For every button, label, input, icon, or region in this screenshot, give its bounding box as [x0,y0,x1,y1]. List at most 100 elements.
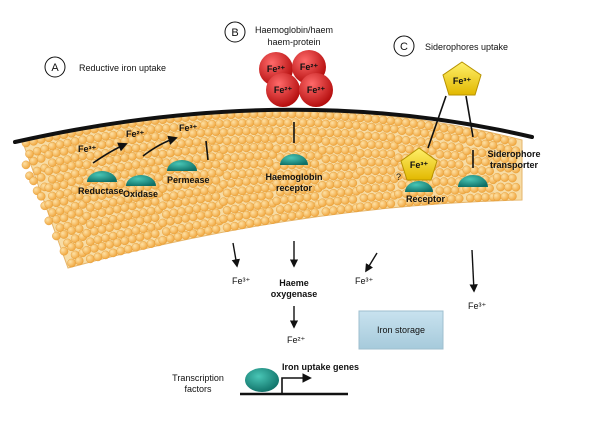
lipid-head [29,156,38,166]
lipid-head [275,205,285,214]
lipid-head [344,187,354,197]
lipid-head [481,192,490,202]
lipid-head [257,158,266,168]
lipid-head [386,133,396,142]
lipid-head [245,202,255,211]
lipid-head [329,154,338,164]
lipid-head [82,160,92,169]
lipid-head [52,148,61,158]
lipid-head [257,208,266,217]
section-a-title: Reductive iron uptake [79,63,166,73]
lipid-head [443,168,452,177]
lipid-head [52,181,61,191]
lipid-head [97,225,107,234]
lipid-head [204,127,213,137]
lipid-head [291,118,300,127]
lipid-head [340,179,350,188]
lipid-head [378,132,388,142]
lipid-head [44,216,54,226]
lipid-head [196,161,206,171]
lipid-head [226,144,236,154]
lipid-head [389,124,399,134]
lipid-head [348,145,358,155]
lipid-head [173,147,183,157]
lipid-head [500,192,510,201]
lipid-head [82,245,92,255]
lipid-head [405,127,414,136]
lipid-head [86,134,95,144]
lipid-head [356,113,365,123]
lipid-head [280,126,289,136]
lipid-head [120,153,130,162]
arrow-fe2-to-fe3 [142,135,178,157]
lipid-head [59,163,69,173]
siderophore-receptor-protein [405,181,433,192]
lipid-head [211,143,221,153]
haem-sphere-3 [266,73,300,107]
lipid-head [199,136,209,146]
lipid-head [196,211,206,220]
lipid-head [158,149,168,159]
lipid-head [219,197,228,206]
lipid-head [386,182,396,192]
lipid-head [378,200,388,209]
lipid-head [333,179,342,189]
lipid-head [477,166,487,175]
lipid-head [416,120,426,129]
lipid-head [59,213,69,223]
lipid-head [257,191,266,201]
lipid-head [371,114,380,124]
lipid-head [306,135,316,144]
lipid-head [264,125,274,135]
lipid-head [135,216,145,226]
lipid-head [409,119,418,128]
lipid-head [450,151,460,160]
siderophore-transporter-line2: transporter [490,160,539,170]
lipid-head [280,144,289,153]
lipid-head [219,214,228,224]
lipid-head [211,192,221,201]
lipid-head [481,139,490,149]
lipid-head [211,224,221,234]
lipid-head [473,193,483,202]
lipid-head [454,194,464,203]
lipid-head [237,152,247,162]
lipid-head [336,188,346,197]
lipid-head [86,254,95,264]
lipid-head [295,143,304,153]
lipid-head [166,148,175,158]
lipid-head [128,168,137,178]
lipid-head [397,198,407,208]
lipid-head [363,201,373,211]
ion-fe3-permease: Fe³⁺ [179,123,198,133]
lipid-head [333,196,342,206]
lipid-head [462,127,472,137]
lipid-head [97,208,107,217]
lipid-head [394,135,403,144]
lipid-head [477,148,487,158]
lipid-head [306,118,316,128]
lipid-head [67,226,76,235]
lipid-head [116,162,125,172]
lipid-head [359,175,369,185]
lipid-head [44,150,54,159]
lipid-head [93,133,103,142]
transcription-factors-line1: Transcription [172,373,224,383]
lipid-head [245,135,255,144]
lipid-head [329,206,338,215]
lipid-head [435,149,445,159]
lipid-head [93,252,103,262]
lipid-head [74,192,84,201]
lipid-head [112,204,122,214]
lipid-head [74,175,84,185]
lipid-head [306,201,316,210]
lipid-head [397,126,407,135]
lipid-head [321,207,331,216]
lipid-head [78,135,87,145]
lipid-head [450,185,460,195]
lipid-head [158,201,168,211]
lipid-head [249,209,259,219]
lipid-head [158,167,168,176]
lipid-head [234,144,244,153]
